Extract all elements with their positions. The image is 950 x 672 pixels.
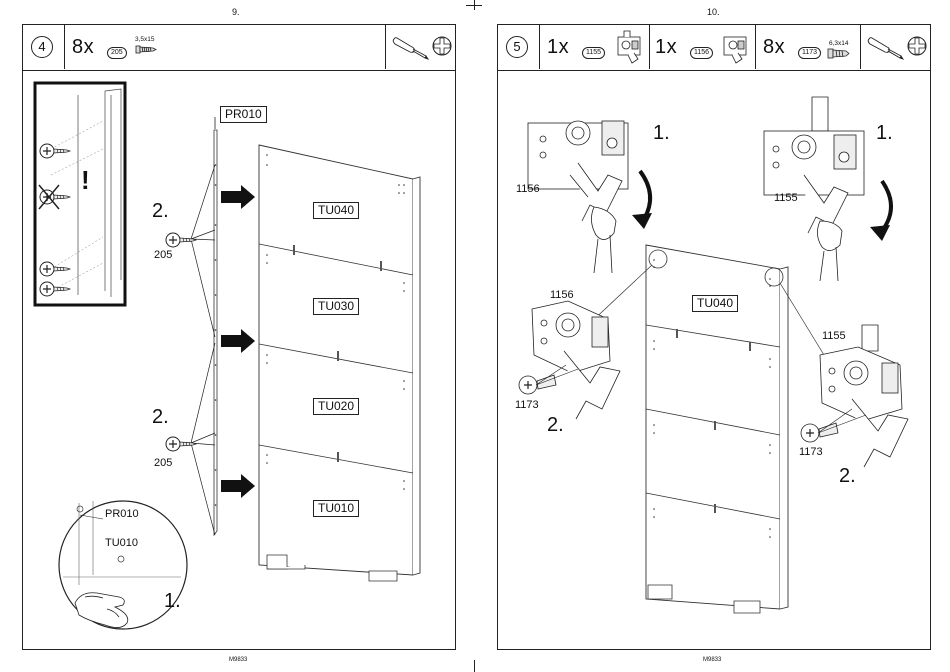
hinge-icon (532, 301, 620, 419)
part-1155-mid: 1155 (822, 330, 846, 342)
screw-205-a (166, 233, 196, 247)
right-footer-code: M9833 (703, 657, 721, 663)
screw-1173-left: 1173 (515, 399, 539, 411)
step-1-right: 1. (876, 122, 893, 145)
part-1156-mid: 1156 (550, 289, 574, 301)
tu040-label: TU040 (313, 202, 359, 219)
hinge-icon (528, 121, 628, 221)
crop-mark-top-h (466, 5, 482, 6)
hand-icon (591, 207, 616, 273)
part-205-a: 205 (154, 249, 172, 261)
hand-icon (75, 593, 128, 628)
tu020-label: TU020 (313, 398, 359, 415)
hinge-assembly-illustration (498, 25, 932, 651)
step-1: 1. (164, 590, 181, 613)
left-page-number: 9. (232, 7, 240, 17)
part-205-b: 205 (154, 457, 172, 469)
hinge-icon (820, 325, 908, 467)
step-2-b: 2. (152, 406, 169, 429)
hand-icon (817, 221, 842, 281)
inset-pr010-label: PR010 (105, 508, 139, 520)
left-page: 4 8x 205 3,5x15 (22, 24, 456, 650)
part-1155-top: 1155 (774, 192, 798, 204)
arrow-right-icon (221, 185, 255, 498)
screw-1173-right: 1173 (799, 446, 823, 458)
curved-arrow-icon (882, 181, 891, 231)
right-page-number: 10. (707, 7, 720, 17)
inset-tu010-label: TU010 (105, 537, 138, 549)
right-page: 5 1x 1155 1x 1156 (497, 24, 931, 650)
curved-arrow-icon (640, 171, 650, 219)
left-footer-code: M9833 (229, 657, 247, 663)
crop-mark-bottom (474, 660, 475, 672)
part-1156-top: 1156 (516, 183, 540, 195)
screw-205-b (166, 437, 196, 451)
hinge-icon (764, 97, 864, 233)
step-1-left: 1. (653, 122, 670, 145)
step-2-right: 2. (839, 465, 856, 488)
pr010-label: PR010 (220, 106, 267, 123)
step-2-left: 2. (547, 414, 564, 437)
svg-text:!: ! (81, 165, 90, 195)
step-2-a: 2. (152, 200, 169, 223)
tu030-label: TU030 (313, 298, 359, 315)
tu040-label: TU040 (692, 295, 738, 312)
tu010-label: TU010 (313, 500, 359, 517)
